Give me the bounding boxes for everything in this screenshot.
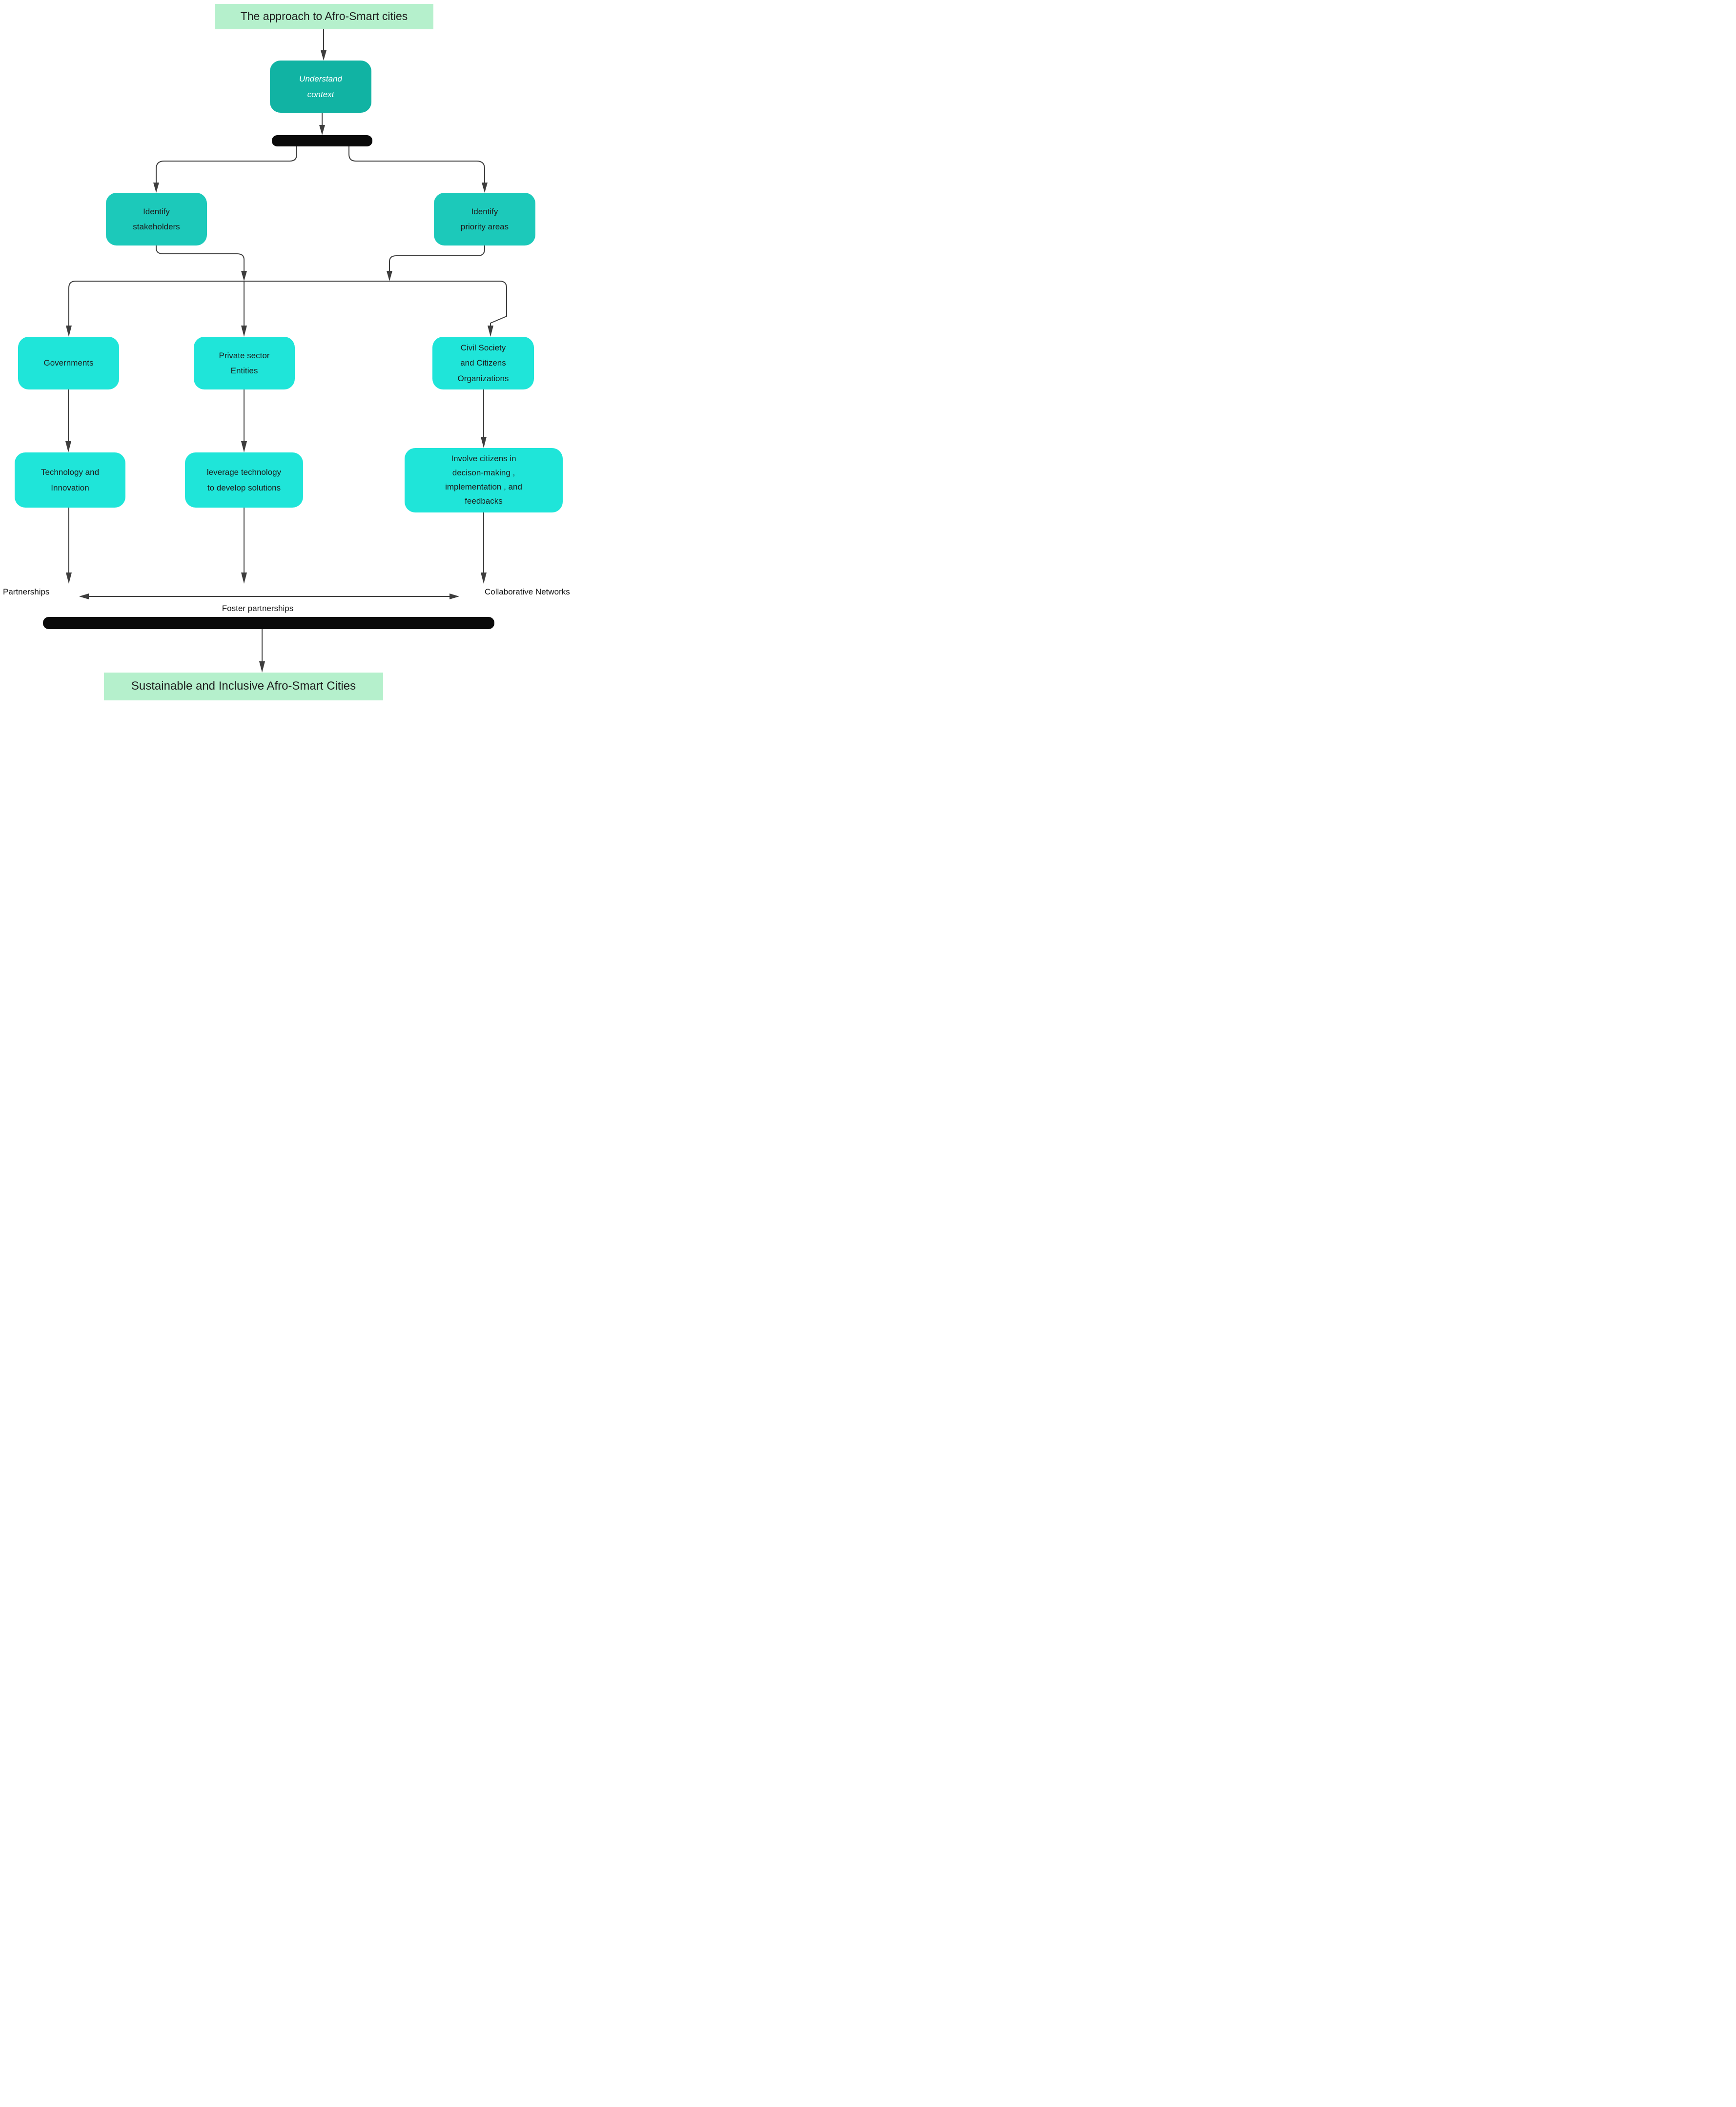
- arrowhead: [241, 573, 247, 584]
- node-governments: Governments: [18, 337, 119, 389]
- arrowhead-right: [449, 593, 459, 599]
- node-involve-citizens: Involve citizens in decison-making , imp…: [405, 448, 563, 512]
- label-partnerships: Partnerships: [3, 587, 50, 596]
- arrowhead: [241, 271, 247, 281]
- arrowhead: [66, 326, 72, 337]
- arrowhead: [481, 573, 487, 584]
- arrowhead: [241, 441, 247, 452]
- arrowhead-left: [79, 593, 89, 599]
- node-civil-society-organizations: Civil Society and Citizens Organizations: [432, 337, 534, 389]
- arrowhead: [66, 573, 72, 584]
- node-identify-stakeholders: Identify stakeholders: [106, 193, 207, 245]
- connector-edges-layer: [65, 29, 507, 673]
- edge-fork-stakeholders: [156, 146, 297, 184]
- arrowhead: [319, 125, 325, 135]
- edge-stakeholders-rail: [156, 245, 245, 272]
- node-title: The approach to Afro-Smart cities: [215, 4, 433, 29]
- join-bar: [43, 617, 494, 629]
- node-outcome: Sustainable and Inclusive Afro-Smart Cit…: [104, 673, 383, 700]
- arrowhead: [65, 441, 71, 452]
- label-foster-partnerships: Foster partnerships: [222, 604, 294, 613]
- arrowhead: [387, 271, 392, 281]
- node-technology-innovation: Technology and Innovation: [15, 452, 125, 508]
- arrowhead: [153, 183, 159, 193]
- node-leverage-technology: leverage technology to develop solutions: [185, 452, 303, 508]
- node-identify-priority-areas: Identify priority areas: [434, 193, 535, 245]
- arrowhead: [259, 661, 265, 673]
- arrowhead: [481, 437, 487, 448]
- fork-bar: [272, 135, 372, 146]
- node-understand-context: Understand context: [270, 61, 371, 113]
- arrowhead: [488, 326, 493, 337]
- node-private-sector-entities: Private sector Entities: [194, 337, 295, 389]
- label-collaborative-networks: Collaborative Networks: [485, 587, 570, 596]
- edge-priority-rail: [389, 245, 485, 272]
- arrowhead: [241, 326, 247, 337]
- flowchart-canvas: The approach to Afro-Smart cities Unders…: [0, 0, 579, 702]
- edge-rail: [68, 281, 507, 327]
- edge-fork-priority: [348, 146, 485, 184]
- arrowhead: [321, 50, 327, 61]
- arrowhead: [482, 183, 488, 193]
